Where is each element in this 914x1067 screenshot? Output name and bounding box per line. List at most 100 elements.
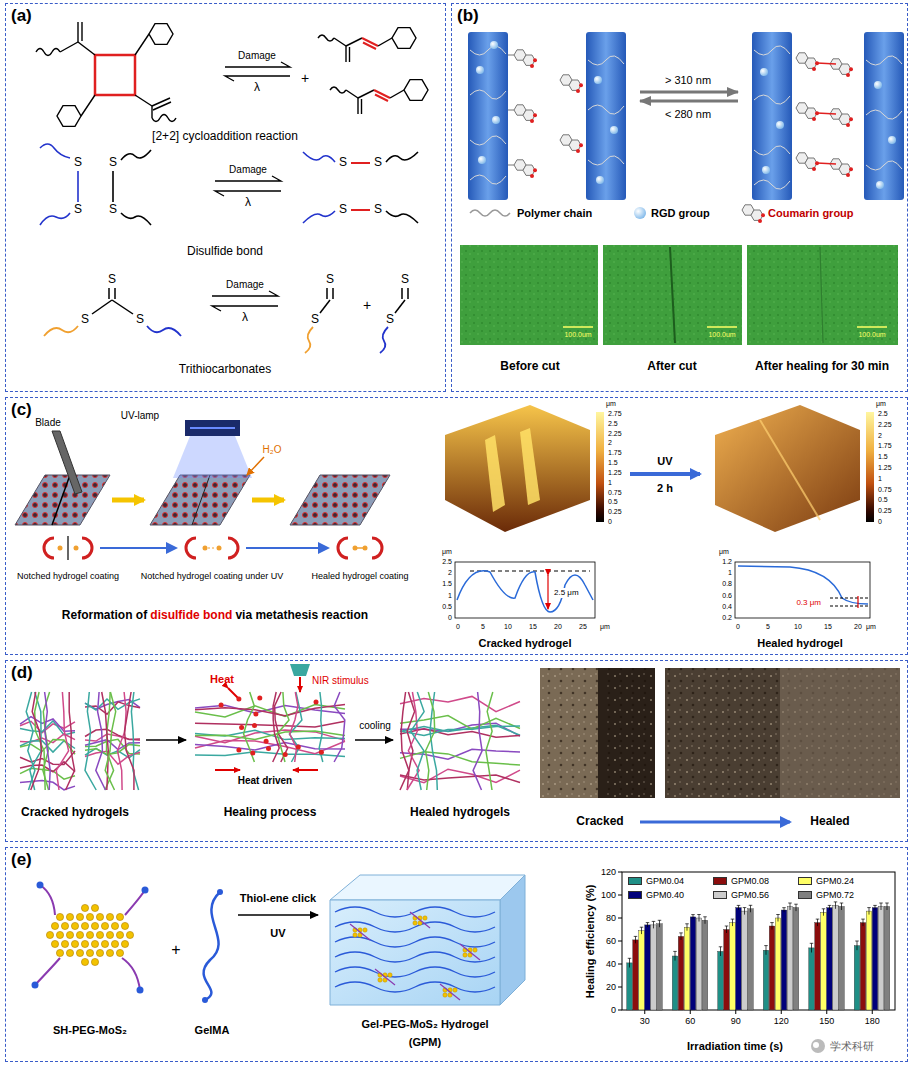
legend-swatch (628, 877, 642, 885)
equilibrium-arrow (212, 62, 290, 311)
micrograph (670, 247, 675, 343)
text-label: 1 (448, 592, 452, 600)
text-label: 2.5 (442, 558, 452, 566)
error-bar (744, 908, 745, 915)
micrograph (820, 247, 823, 343)
text-label: Damage (229, 164, 267, 176)
legend-sample (470, 210, 510, 216)
data-bar (696, 918, 702, 1010)
text-label: Healed hydrogels (410, 806, 510, 820)
process-arrow (112, 498, 144, 503)
thiol-end (137, 987, 144, 994)
polymer-network (195, 705, 345, 716)
gelma-end (217, 889, 223, 895)
error-bar (750, 905, 751, 912)
data-bar (639, 931, 645, 1010)
text-label: NIR stimulus (312, 675, 369, 687)
nir-lamp (290, 664, 310, 676)
polymer-chain (588, 156, 624, 165)
micrograph (540, 668, 598, 798)
text-label: Notched hydrogel coating (17, 571, 119, 581)
micrograph (540, 668, 900, 798)
trithiocarbonate-structure (401, 288, 403, 299)
error-bar (770, 922, 774, 923)
process-arrow (112, 498, 284, 503)
polymer-network (411, 692, 424, 790)
rgd-sphere (876, 181, 884, 189)
coumarin-group (796, 53, 819, 71)
rgd-sphere (760, 68, 768, 76)
cinnamate-structure (318, 28, 428, 114)
afm-image (445, 405, 874, 532)
data-bar (724, 930, 730, 1011)
text-label: Cracked hydrogels (21, 806, 129, 820)
polymer-network (20, 721, 75, 735)
micrograph (780, 668, 900, 798)
legend-text: GPM0.08 (731, 876, 769, 886)
data-bar (684, 927, 690, 1010)
mos2-atom (91, 904, 98, 911)
polymer-chain (866, 56, 902, 65)
text-label: 0 (608, 518, 612, 526)
thiol-end (32, 982, 39, 989)
equilibrium-arrow (215, 176, 281, 181)
axis-tick (618, 872, 622, 873)
error-bar (719, 946, 723, 947)
disulfide-structure (40, 144, 70, 158)
coumarin-group (830, 59, 853, 77)
axis-tick (618, 918, 622, 919)
polymer-chain (754, 180, 790, 189)
light-arrow (640, 100, 738, 103)
disulfide-structure (303, 211, 335, 223)
error-bar (738, 905, 739, 910)
text-label: 2.75 (608, 410, 622, 418)
coumarin-group (796, 153, 819, 171)
panel-frame: (e) (5, 847, 908, 1062)
text-label: 2.25 (608, 430, 622, 438)
text-label: 20 (854, 623, 862, 631)
process-arrow (146, 739, 186, 741)
text-label: UV-lamp (121, 410, 159, 422)
blade (52, 431, 82, 494)
text-label: S (74, 156, 82, 170)
data-bar (763, 950, 769, 1010)
equilibrium-arrow (212, 291, 278, 296)
mos2-atom (91, 958, 98, 965)
error-bar (778, 915, 779, 922)
disulfide-structure (303, 152, 335, 162)
legend-swatch (798, 891, 812, 899)
heat-arrow (215, 769, 240, 771)
text-label: 1 (608, 479, 612, 487)
text-label: 1.2 (722, 558, 732, 566)
legend-sample (742, 205, 765, 223)
mos2-atom (106, 949, 113, 956)
text-label: Healing efficiency (%) (584, 884, 597, 998)
watermark-icon (811, 1039, 825, 1053)
error-bar (720, 947, 721, 956)
text-label: μm (719, 548, 729, 556)
error-bar (731, 919, 735, 920)
data-bar (690, 917, 696, 1010)
uv-arrow (630, 472, 700, 476)
gelma-end (202, 997, 208, 1003)
text-label: λ (254, 81, 260, 95)
error-bar (641, 927, 642, 934)
text-label: 2.5 μm (553, 588, 580, 597)
polymer-network (400, 692, 409, 790)
heat-particle (239, 725, 244, 730)
text-label: 0.4 (722, 603, 732, 611)
height-profile (857, 596, 858, 608)
mos2-atom (76, 949, 83, 956)
error-bar (875, 905, 876, 910)
polymer-network (473, 692, 482, 790)
heat-arrow (293, 769, 318, 771)
cyclobutane-dimer (135, 95, 152, 106)
data-bar (827, 908, 833, 1010)
mos2-atom (51, 940, 58, 947)
polymer-network (131, 692, 138, 790)
error-bar (782, 907, 786, 908)
hydrogel-plate (192, 475, 210, 525)
polymer-chain (470, 90, 506, 99)
text-label: H₂O (263, 444, 282, 456)
text-label: + (363, 297, 371, 313)
